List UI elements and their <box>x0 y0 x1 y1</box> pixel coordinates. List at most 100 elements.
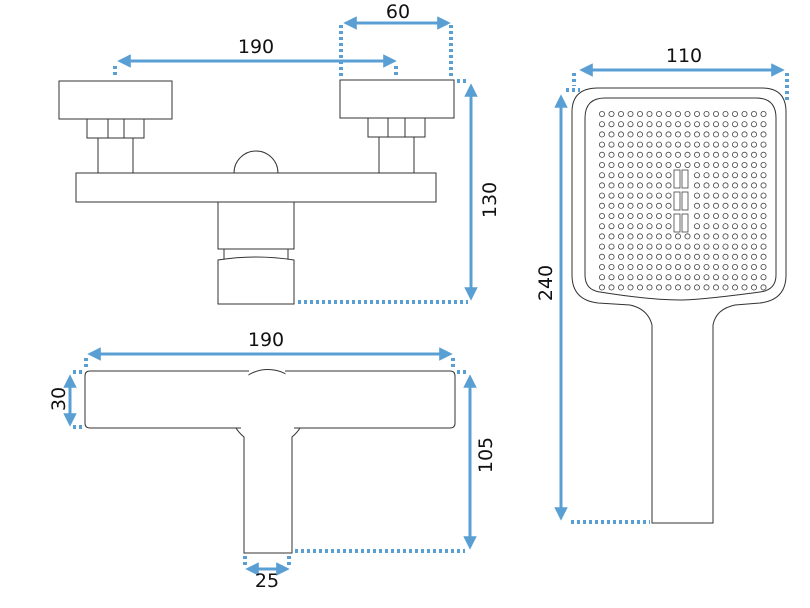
nozzle <box>646 274 653 281</box>
center-slot <box>673 213 681 233</box>
nozzle <box>694 182 701 189</box>
nozzle <box>608 223 615 230</box>
nozzle <box>732 253 739 260</box>
nozzle <box>684 233 691 240</box>
nozzle <box>656 202 663 209</box>
nozzle <box>703 192 710 199</box>
nozzle <box>722 212 729 219</box>
nozzle <box>694 223 701 230</box>
nozzle <box>665 233 672 240</box>
nozzle <box>741 131 748 138</box>
nozzle <box>608 172 615 179</box>
nozzle <box>627 131 634 138</box>
nozzle <box>732 141 739 148</box>
nozzle <box>741 284 748 291</box>
nozzle <box>760 172 767 179</box>
nozzle <box>618 243 625 250</box>
nozzle <box>599 263 606 270</box>
nozzle <box>760 141 767 148</box>
nozzle <box>732 172 739 179</box>
nozzle <box>732 131 739 138</box>
nozzle <box>760 192 767 199</box>
nozzle <box>656 161 663 168</box>
nozzle <box>665 121 672 128</box>
nozzle <box>646 243 653 250</box>
nozzle <box>675 131 682 138</box>
nozzle <box>627 182 634 189</box>
nozzle <box>722 121 729 128</box>
nozzle <box>741 202 748 209</box>
nozzle <box>637 263 644 270</box>
center-slot <box>673 169 681 189</box>
nozzle <box>637 274 644 281</box>
nozzle <box>675 121 682 128</box>
nozzle <box>627 121 634 128</box>
nozzle <box>618 233 625 240</box>
nozzle <box>703 161 710 168</box>
nozzle <box>713 253 720 260</box>
dim-label-depth: 105 <box>475 437 497 473</box>
nozzle <box>656 121 663 128</box>
nozzle <box>618 202 625 209</box>
nozzle <box>675 141 682 148</box>
nozzle <box>722 263 729 270</box>
nozzle <box>713 141 720 148</box>
nozzle <box>599 274 606 281</box>
nozzle <box>675 274 682 281</box>
nozzle <box>732 212 739 219</box>
nozzle <box>722 161 729 168</box>
nozzle <box>722 131 729 138</box>
nozzle <box>684 121 691 128</box>
nozzle <box>760 182 767 189</box>
dim-label-handle-width: 60 <box>386 1 410 23</box>
nozzle <box>722 141 729 148</box>
nozzle <box>751 172 758 179</box>
nozzle <box>637 284 644 291</box>
nozzle <box>665 284 672 291</box>
nozzle <box>618 141 625 148</box>
nozzle <box>618 182 625 189</box>
nozzle <box>618 223 625 230</box>
nozzle <box>599 253 606 260</box>
dim-label-length: 240 <box>535 265 557 301</box>
left-nut <box>86 118 145 139</box>
nozzle <box>608 263 615 270</box>
center-slot <box>681 213 689 233</box>
nozzle <box>656 151 663 158</box>
nozzle <box>599 131 606 138</box>
nozzle <box>618 151 625 158</box>
nozzle <box>618 192 625 199</box>
nozzle <box>732 243 739 250</box>
nozzle <box>646 263 653 270</box>
nozzle <box>741 212 748 219</box>
nozzle <box>627 274 634 281</box>
nozzle <box>646 151 653 158</box>
center-slot <box>673 191 681 211</box>
nozzle <box>751 131 758 138</box>
nozzle <box>694 131 701 138</box>
nozzle <box>732 274 739 281</box>
nozzle <box>732 121 739 128</box>
dim-label-width: 190 <box>248 329 284 351</box>
nozzle <box>694 121 701 128</box>
nozzle <box>751 151 758 158</box>
nozzle <box>599 192 606 199</box>
nozzle <box>722 192 729 199</box>
nozzle <box>665 182 672 189</box>
nozzle <box>751 263 758 270</box>
nozzle <box>637 253 644 260</box>
dim-label-handle-spacing: 190 <box>238 36 274 58</box>
nozzle <box>703 141 710 148</box>
nozzle <box>741 243 748 250</box>
nozzle <box>684 243 691 250</box>
nozzle <box>722 284 729 291</box>
left-handle <box>58 80 173 120</box>
nozzle <box>694 274 701 281</box>
nozzle <box>732 233 739 240</box>
nozzle <box>703 233 710 240</box>
nozzle <box>608 151 615 158</box>
nozzle <box>627 212 634 219</box>
nozzle <box>646 161 653 168</box>
nozzle <box>741 111 748 118</box>
